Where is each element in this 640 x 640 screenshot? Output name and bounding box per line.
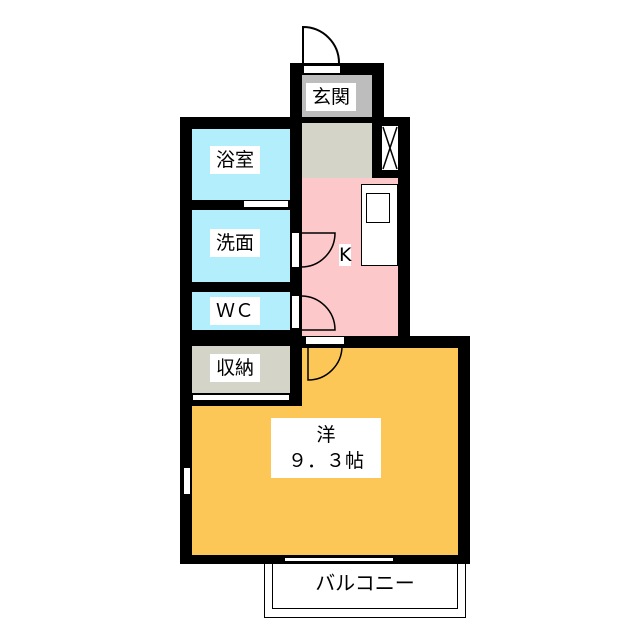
room-label: 洋 (316, 424, 336, 446)
kitchen-counter (361, 184, 398, 266)
washroom-door (292, 233, 299, 267)
sink-icon (366, 193, 390, 223)
toilet-door-arc-icon (300, 295, 336, 331)
washroom-door-arc-icon (300, 232, 336, 268)
hallway-floor (302, 123, 372, 178)
balcony: バルコニー (272, 563, 458, 609)
entrance-door (304, 66, 340, 73)
balcony-label: バルコニー (315, 571, 415, 595)
storage-door (193, 395, 289, 400)
washroom-label: 洗面 (210, 229, 261, 257)
bath-label: 浴室 (210, 146, 261, 174)
room-label-box: 洋 ９．３帖 (271, 418, 381, 478)
balcony-window (285, 557, 393, 562)
room-door (306, 337, 344, 344)
balcony-outer (264, 563, 466, 618)
closet-x-icon (382, 126, 398, 170)
bath-door (244, 201, 288, 207)
room-size: ９．３帖 (287, 450, 364, 472)
side-window (184, 468, 190, 494)
storage-wall (290, 336, 302, 406)
toilet-door (292, 296, 299, 328)
room-door-arc-icon (307, 345, 343, 381)
storage-label: 収納 (210, 354, 261, 382)
kitchen-label: K (339, 244, 352, 266)
entrance-label: 玄関 (306, 83, 357, 111)
toilet-label: ＷＣ (210, 297, 261, 325)
entrance-door-icon (302, 25, 340, 64)
